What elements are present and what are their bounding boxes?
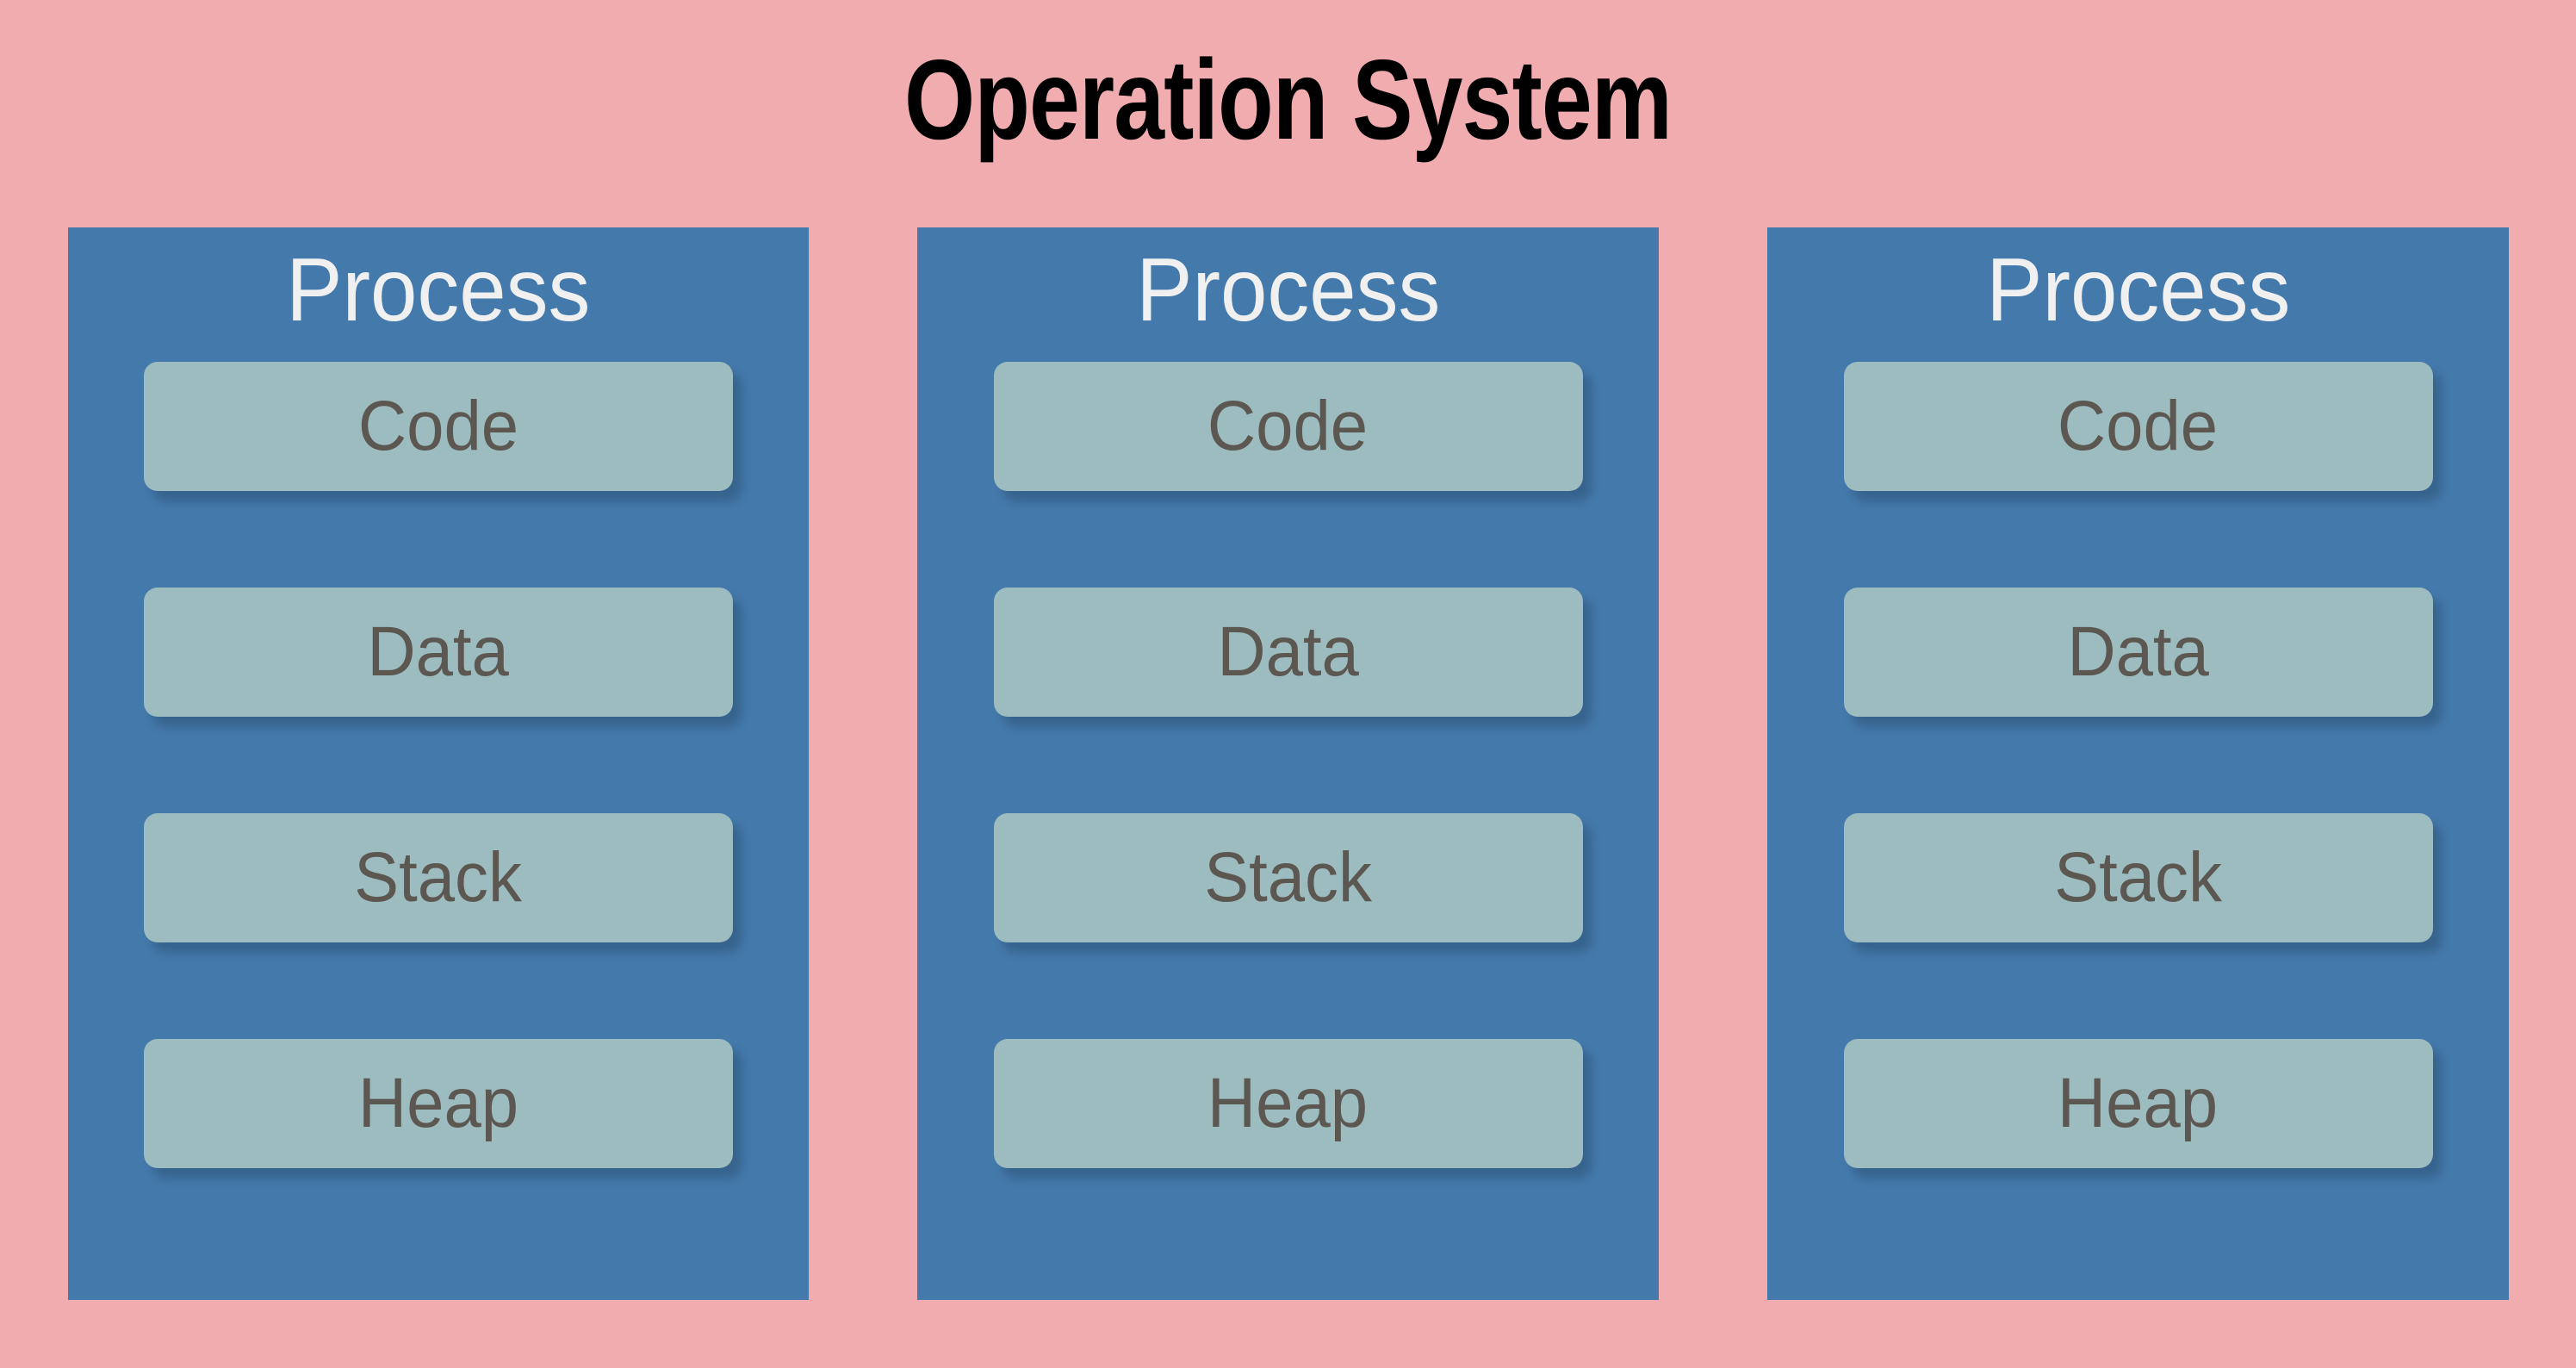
memory-segment-label: Stack — [1204, 838, 1372, 917]
memory-segment-code[interactable]: Code — [1843, 362, 2433, 491]
memory-segment-code[interactable]: Code — [144, 362, 733, 491]
memory-segment-stack[interactable]: Stack — [993, 813, 1583, 942]
memory-segment-heap[interactable]: Heap — [144, 1039, 733, 1168]
memory-segment-label: Data — [1217, 612, 1359, 691]
memory-segment-label: Stack — [354, 838, 523, 917]
memory-segment-label: Data — [367, 612, 510, 691]
page-title: Operation System — [904, 36, 1673, 163]
memory-segment-label: Code — [357, 387, 519, 465]
memory-segment-label: Heap — [2058, 1064, 2219, 1142]
process-3-segments: Code Data Stack Heap — [1767, 362, 2509, 1168]
process-box-1[interactable]: Process Code Data Stack Heap — [68, 227, 809, 1300]
process-2-segments: Code Data Stack Heap — [917, 362, 1659, 1168]
memory-segment-label: Stack — [2054, 838, 2222, 917]
memory-segment-data[interactable]: Data — [144, 588, 733, 717]
process-box-2[interactable]: Process Code Data Stack Heap — [917, 227, 1659, 1300]
memory-segment-stack[interactable]: Stack — [1843, 813, 2433, 942]
memory-segment-heap[interactable]: Heap — [993, 1039, 1583, 1168]
memory-segment-label: Heap — [1207, 1064, 1369, 1142]
memory-segment-heap[interactable]: Heap — [1843, 1039, 2433, 1168]
memory-segment-label: Code — [2058, 387, 2219, 465]
process-1-segments: Code Data Stack Heap — [68, 362, 809, 1168]
process-title-1: Process — [286, 240, 591, 340]
memory-segment-data[interactable]: Data — [1843, 588, 2433, 717]
memory-segment-code[interactable]: Code — [993, 362, 1583, 491]
memory-segment-label: Heap — [357, 1064, 519, 1142]
process-title-3: Process — [1985, 240, 2291, 340]
process-title-2: Process — [1135, 240, 1441, 340]
memory-segment-stack[interactable]: Stack — [144, 813, 733, 942]
memory-segment-label: Code — [1207, 387, 1369, 465]
memory-segment-label: Data — [2067, 612, 2209, 691]
process-box-3[interactable]: Process Code Data Stack Heap — [1767, 227, 2509, 1300]
memory-segment-data[interactable]: Data — [993, 588, 1583, 717]
process-list: Process Code Data Stack Heap Process — [68, 227, 2509, 1300]
